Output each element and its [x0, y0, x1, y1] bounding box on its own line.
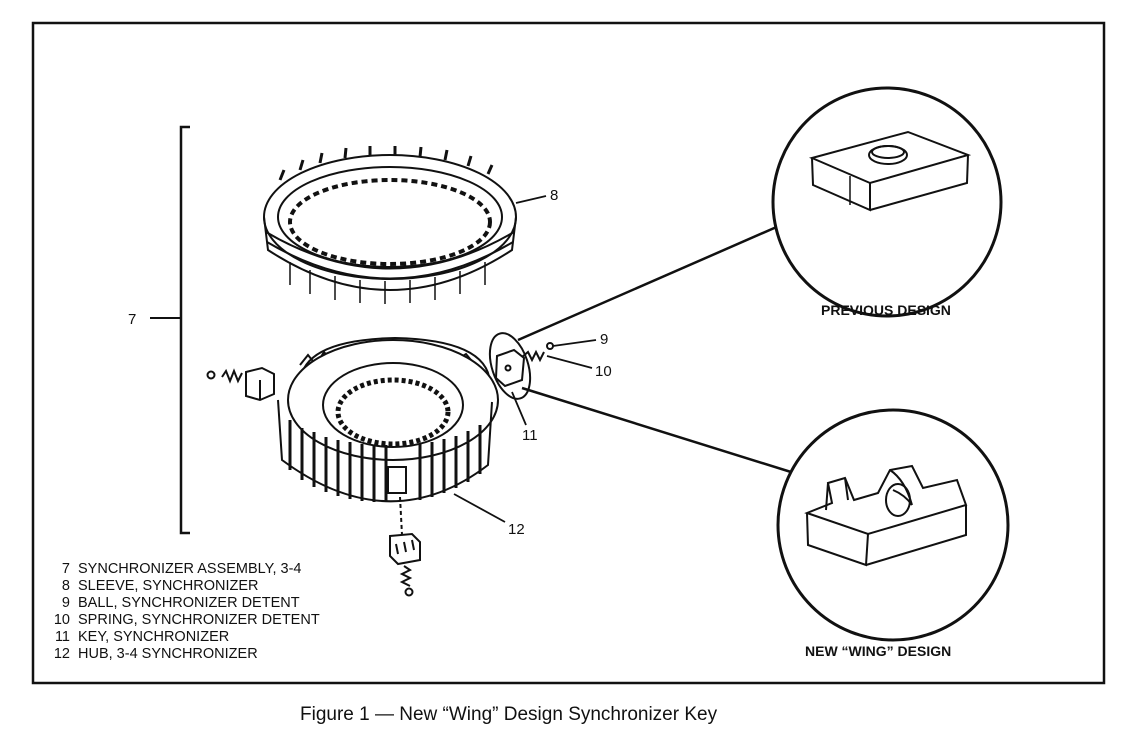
bottom-key-assembly — [389, 496, 421, 597]
hub-drawing — [277, 336, 499, 503]
callout-12: 12 — [508, 521, 525, 538]
previous-design-inset — [771, 86, 1003, 318]
legend-number: 11 — [55, 629, 70, 645]
legend-text: HUB, 3-4 SYNCHRONIZER — [78, 646, 258, 662]
legend-text: KEY, SYNCHRONIZER — [78, 629, 229, 645]
figure-frame — [31, 21, 1106, 685]
legend-number: 9 — [62, 595, 70, 611]
legend-number: 12 — [54, 646, 70, 662]
callout-8: 8 — [550, 187, 558, 204]
legend-text: SPRING, SYNCHRONIZER DETENT — [78, 612, 320, 628]
previous-design-label: PREVIOUS DESIGN — [821, 302, 951, 318]
left-key-assembly — [206, 366, 275, 402]
inset-connector-lines — [517, 220, 792, 474]
parts-legend: 7 SYNCHRONIZER ASSEMBLY, 3-4 8 SLEEVE, S… — [54, 561, 320, 662]
right-key-detail — [488, 332, 554, 400]
legend-text: SLEEVE, SYNCHRONIZER — [78, 578, 259, 594]
figure-caption: Figure 1 — New “Wing” Design Synchronize… — [300, 704, 718, 725]
legend-text: BALL, SYNCHRONIZER DETENT — [78, 595, 300, 611]
legend-number: 10 — [54, 612, 70, 628]
legend-text: SYNCHRONIZER ASSEMBLY, 3-4 — [78, 561, 301, 577]
callout-9: 9 — [600, 331, 608, 348]
legend-number: 8 — [62, 578, 70, 594]
new-wing-design-inset — [776, 408, 1010, 642]
callout-7: 7 — [128, 311, 136, 328]
callout-11: 11 — [522, 427, 538, 444]
legend-number: 7 — [62, 561, 70, 577]
callout-10: 10 — [595, 363, 612, 380]
assembly-bracket — [179, 125, 190, 535]
sleeve-drawing — [263, 146, 517, 304]
callout-leaders — [453, 195, 597, 523]
new-design-label: NEW “WING” DESIGN — [805, 643, 951, 659]
